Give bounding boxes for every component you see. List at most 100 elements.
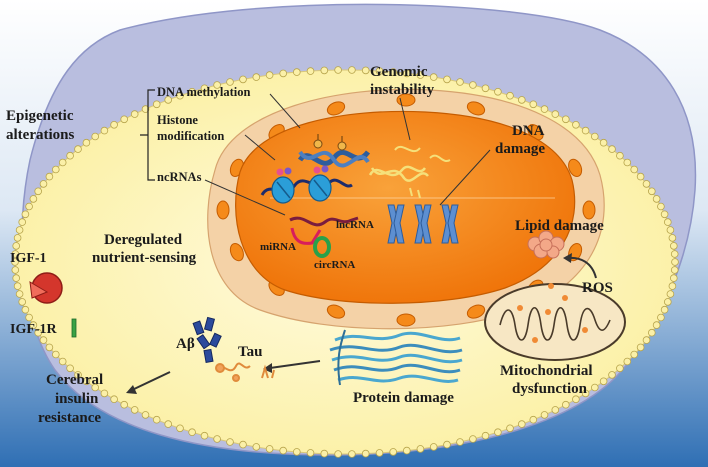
label-cerebral-line1: Cerebral — [46, 372, 103, 388]
membrane-bead — [66, 151, 74, 160]
membrane-bead — [608, 371, 616, 379]
epigenetic-bracket — [140, 89, 155, 181]
membrane-bead — [581, 389, 590, 398]
membrane-bead — [200, 84, 209, 93]
membrane-bead — [572, 121, 580, 129]
membrane-bead — [12, 274, 21, 282]
membrane-bead — [506, 424, 514, 433]
nuclear-pores — [216, 93, 596, 327]
membrane-bead — [599, 138, 608, 147]
membrane-bead — [292, 448, 301, 456]
membrane-bead — [623, 357, 632, 366]
label-mirna: miRNA — [260, 241, 296, 253]
membrane-bead — [361, 66, 370, 75]
membrane-bead — [375, 449, 384, 457]
tau-arrow — [131, 371, 171, 391]
membrane-bead — [669, 274, 678, 282]
membrane-bead — [375, 67, 384, 75]
protein-arrow — [269, 360, 321, 369]
membrane-bead — [652, 195, 661, 203]
label-lipid-damage: Lipid damage — [515, 218, 604, 234]
membrane-bead — [443, 440, 451, 449]
membrane-bead — [616, 151, 624, 160]
membrane-bead — [647, 328, 656, 337]
membrane-bead — [265, 71, 274, 79]
membrane-bead — [663, 218, 672, 226]
label-epigenetic-line2: alterations — [6, 127, 74, 143]
membrane-bead — [13, 234, 22, 242]
label-histone-line1: Histone — [157, 113, 198, 127]
membrane-bead — [334, 450, 342, 458]
membrane-bead — [21, 210, 30, 219]
label-deregulated-line1: Deregulated — [104, 232, 183, 248]
label-genomic-line2: instability — [370, 82, 435, 98]
label-mito-line2: dysfunction — [512, 381, 588, 397]
membrane-bead — [45, 343, 54, 352]
membrane-bead — [652, 321, 661, 329]
membrane-bead — [660, 305, 669, 314]
label-tau: Tau — [238, 344, 262, 360]
membrane-bead — [348, 450, 356, 458]
igf1r-icon — [71, 318, 77, 338]
membrane-bead — [389, 448, 398, 456]
label-genomic-line1: Genomic — [370, 64, 428, 80]
membrane-bead — [91, 383, 99, 392]
membrane-bead — [120, 115, 128, 124]
membrane-bead — [361, 449, 370, 458]
membrane-bead — [74, 145, 82, 153]
membrane-bead — [34, 187, 42, 196]
membrane-bead — [551, 110, 560, 118]
membrane-bead — [110, 395, 118, 404]
nuclear-pore — [466, 101, 486, 116]
membrane-bead — [34, 328, 42, 337]
membrane-lipid-beads — [11, 66, 679, 458]
membrane-bead — [517, 96, 526, 104]
membrane-bead — [663, 298, 672, 306]
membrane-bead — [29, 321, 38, 329]
membrane-bead — [348, 66, 356, 74]
membrane-bead — [469, 81, 477, 89]
membrane-bead — [265, 445, 274, 453]
ncrna-pointer — [204, 179, 286, 216]
chromosomes-icon — [387, 204, 459, 244]
membrane-bead — [306, 449, 315, 457]
membrane-bead — [252, 443, 261, 451]
membrane-bead — [58, 158, 67, 167]
nuclear-pore — [396, 313, 416, 327]
membrane-bead — [51, 350, 60, 359]
membrane-bead — [91, 132, 99, 141]
label-epigenetic-line1: Epigenetic — [6, 108, 74, 124]
nuclear-pore — [326, 101, 346, 116]
membrane-bead — [657, 202, 665, 211]
membrane-bead — [517, 420, 526, 428]
membrane-bead — [469, 435, 477, 443]
membrane-bead — [213, 81, 221, 89]
nuclear-pore — [326, 304, 346, 319]
membrane-bead — [82, 138, 91, 147]
membrane-bead — [130, 110, 139, 118]
label-deregulated-line2: nutrient-sensing — [92, 250, 197, 266]
membrane-bead — [25, 313, 33, 322]
membrane-bead — [443, 75, 451, 84]
nuclear-pore — [216, 200, 230, 220]
membrane-bead — [551, 406, 560, 414]
membrane-bead — [630, 165, 638, 174]
membrane-bead — [581, 126, 590, 135]
membrane-bead — [110, 121, 118, 129]
membrane-bead — [82, 377, 91, 386]
membrane-bead — [572, 395, 580, 404]
label-histone-line2: modification — [157, 129, 224, 143]
membrane-bead — [481, 431, 490, 440]
membrane-bead — [590, 132, 599, 141]
membrane-bead — [429, 443, 438, 451]
membrane-bead — [668, 234, 677, 242]
membrane-bead — [623, 158, 632, 167]
protein-arrowhead — [263, 363, 272, 373]
membrane-bead — [616, 364, 624, 373]
membrane-bead — [660, 210, 669, 219]
label-igf1: IGF-1 — [10, 251, 47, 266]
membrane-bead — [25, 202, 33, 211]
mitochondrion-icon — [484, 283, 626, 361]
membrane-bead — [15, 226, 24, 234]
